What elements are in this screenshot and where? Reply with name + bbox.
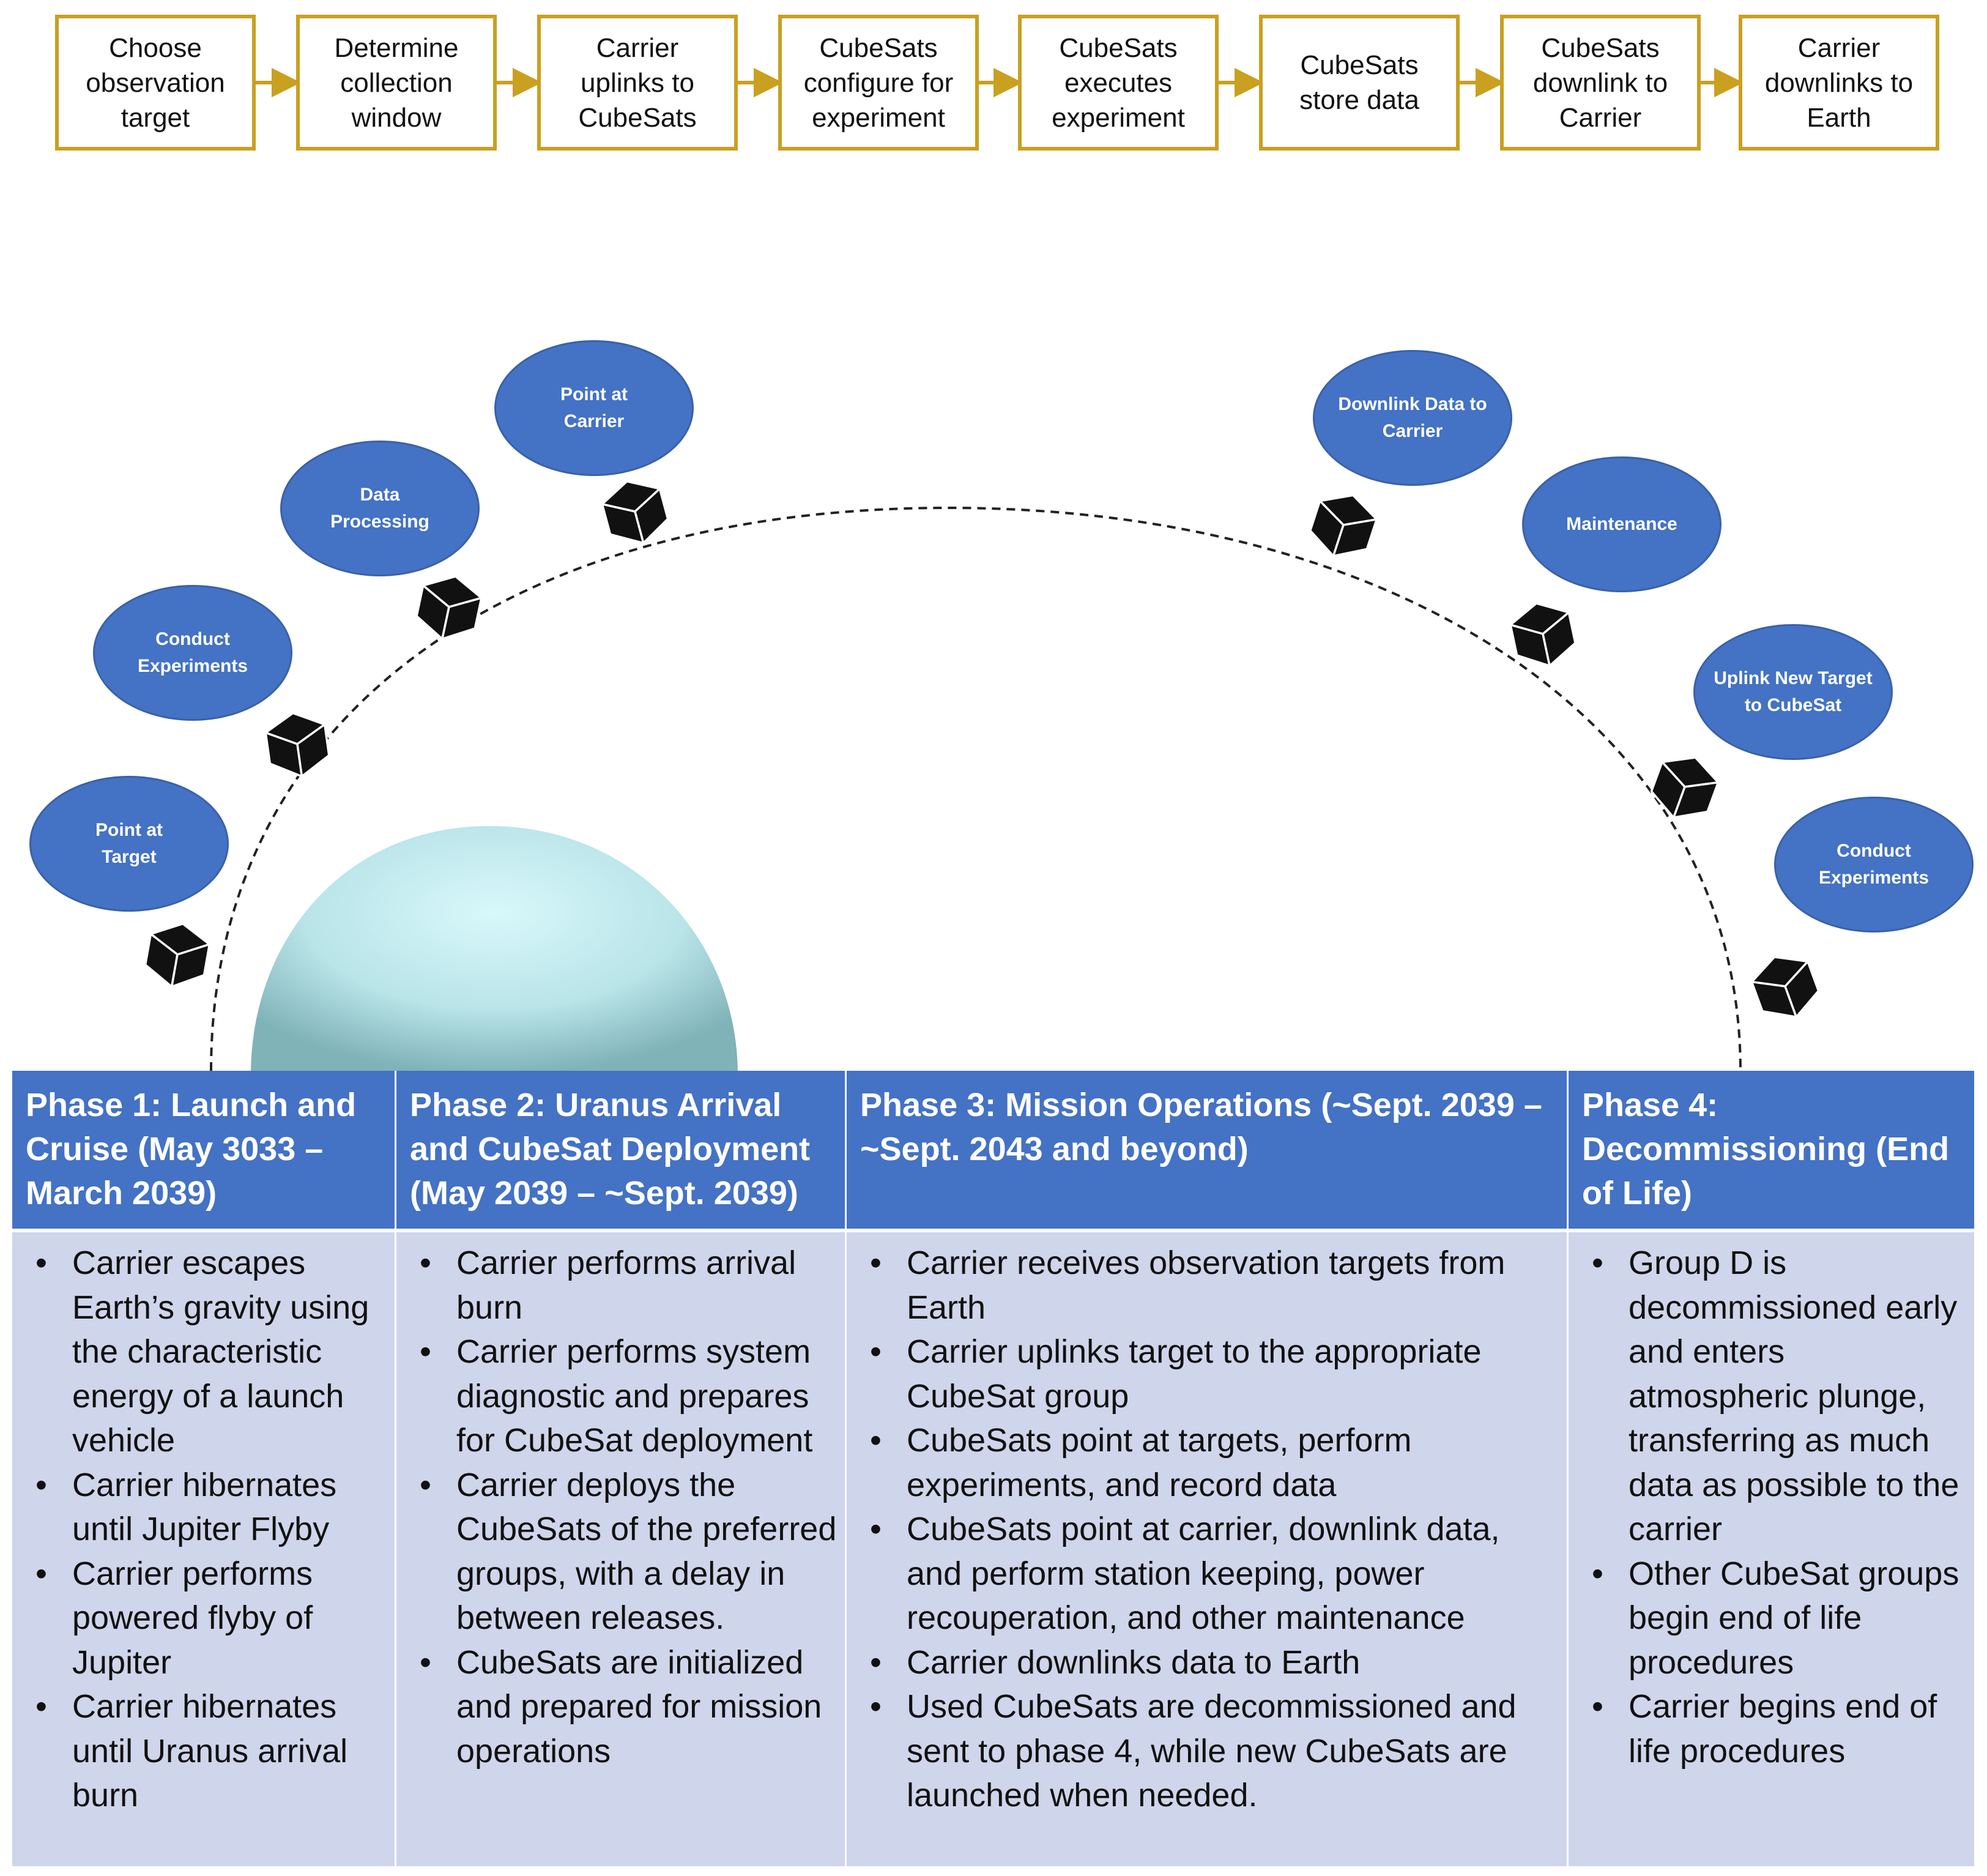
cube-icon (142, 919, 213, 993)
bubble-conduct-experiments-left: Conduct Experiments (93, 585, 292, 721)
phase-3-list: Carrier receives observation targets fro… (859, 1241, 1561, 1818)
phase-1-details: Carrier escapes Earth’s gravity using th… (12, 1232, 396, 1866)
flow-step-collection-window: Determine collection window (296, 15, 497, 151)
list-item: Used CubeSats are decommissioned and sen… (859, 1684, 1561, 1818)
cube-icon (262, 709, 333, 783)
list-item: CubeSats are initialized and prepared fo… (409, 1640, 839, 1774)
cube-icon (1649, 751, 1720, 825)
list-item: Carrier begins end of life procedures (1581, 1684, 1968, 1773)
phase-table: Phase 1: Launch and Cruise (May 3033 – M… (12, 1071, 1976, 1866)
phase-4-title: Phase 4: Decommissioning (End of Life) (1569, 1071, 1976, 1232)
flow-step-execute: CubeSats executes experiment (1018, 15, 1219, 151)
list-item: Carrier downlinks data to Earth (859, 1640, 1561, 1685)
flow-step-carrier-uplink: Carrier uplinks to CubeSats (537, 15, 738, 151)
bubble-maintenance: Maintenance (1522, 456, 1721, 592)
phase-4-details: Group D is decommissioned early and ente… (1569, 1232, 1976, 1866)
process-flow-arrows (256, 68, 1744, 97)
flow-step-downlink-earth: Carrier downlinks to Earth (1739, 15, 1939, 151)
list-item: Carrier hibernates until Jupiter Flyby (24, 1463, 388, 1552)
bubble-conduct-experiments-right: Conduct Experiments (1774, 797, 1974, 932)
list-item: CubeSats point at carrier, downlink data… (859, 1507, 1561, 1640)
phase-1-title: Phase 1: Launch and Cruise (May 3033 – M… (12, 1071, 396, 1232)
list-item: Carrier performs system diagnostic and p… (409, 1330, 839, 1463)
list-item: Carrier hibernates until Uranus arrival … (24, 1684, 388, 1818)
bubble-point-at-carrier: Point at Carrier (494, 340, 694, 476)
flow-step-store-data: CubeSats store data (1259, 15, 1460, 151)
phase-3-title: Phase 3: Mission Operations (~Sept. 2039… (847, 1071, 1569, 1232)
list-item: Carrier escapes Earth’s gravity using th… (24, 1241, 388, 1463)
phase-4-list: Group D is decommissioned early and ente… (1581, 1241, 1968, 1773)
cube-icon (1507, 598, 1578, 672)
bubble-uplink-new-target: Uplink New Target to CubeSat (1693, 624, 1893, 760)
list-item: Carrier receives observation targets fro… (859, 1241, 1561, 1330)
cube-icon (1308, 489, 1379, 564)
bubble-downlink-data: Downlink Data to Carrier (1313, 350, 1512, 486)
flow-step-choose-target: Choose observation target (55, 15, 256, 151)
phase-2-details: Carrier performs arrival burnCarrier per… (396, 1232, 847, 1866)
bubble-data-processing: Data Processing (280, 441, 480, 576)
list-item: Carrier uplinks target to the appropriat… (859, 1330, 1561, 1418)
phase-1-list: Carrier escapes Earth’s gravity using th… (24, 1241, 388, 1818)
phase-2-list: Carrier performs arrival burnCarrier per… (409, 1241, 839, 1773)
cube-icon (600, 476, 670, 550)
bubble-point-at-target: Point at Target (29, 776, 229, 912)
list-item: Carrier performs arrival burn (409, 1241, 839, 1330)
uranus-planet (251, 826, 738, 1074)
phase-2-title: Phase 2: Uranus Arrival and CubeSat Depl… (396, 1071, 847, 1232)
cube-icon (414, 571, 485, 646)
cube-icon (1750, 951, 1821, 1025)
phase-3-details: Carrier receives observation targets fro… (847, 1232, 1569, 1866)
list-item: Carrier deploys the CubeSats of the pref… (409, 1463, 839, 1640)
list-item: Group D is decommissioned early and ente… (1581, 1241, 1968, 1552)
list-item: Other CubeSat groups begin end of life p… (1581, 1552, 1968, 1685)
flow-step-downlink-carrier: CubeSats downlink to Carrier (1500, 15, 1701, 151)
list-item: Carrier performs powered flyby of Jupite… (24, 1552, 388, 1685)
list-item: CubeSats point at targets, perform exper… (859, 1418, 1561, 1507)
flow-step-configure: CubeSats configure for experiment (778, 15, 979, 151)
